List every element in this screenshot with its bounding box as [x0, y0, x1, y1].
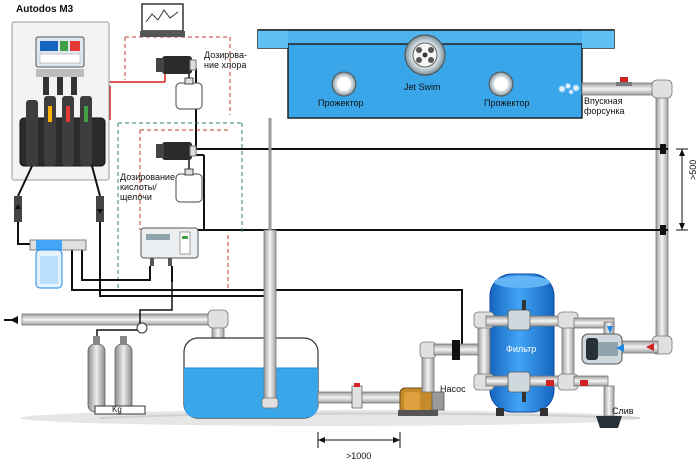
page-title: Autodos M3 — [16, 4, 74, 15]
chlorine-dosing-label: Дозирова- ние хлора — [204, 50, 247, 70]
drain-label: Слив — [612, 406, 634, 416]
inlet-nozzle-label: Впускная форсунка — [584, 96, 625, 116]
controller-cabinet — [11, 21, 110, 181]
balance-tank — [183, 118, 319, 419]
suction-pipe — [317, 383, 411, 409]
pressure-pipe — [419, 340, 485, 393]
acid-pump-icon — [156, 142, 197, 160]
dimension-1000 — [317, 432, 401, 448]
filter-icon — [473, 273, 615, 416]
gas-kg-label: Kg — [112, 405, 122, 414]
dimension-500-label: >500 — [688, 159, 698, 180]
jet-swim-icon — [404, 34, 446, 76]
monitor-icon — [140, 3, 185, 37]
filter-label: Фильтр — [506, 344, 537, 354]
drain-icon — [596, 385, 622, 428]
dimension-1000-label: >1000 — [346, 451, 372, 461]
acid-tank-icon — [175, 160, 203, 203]
chlorine-pump-icon — [156, 56, 197, 74]
pump-icon — [398, 387, 445, 416]
dimension-500 — [676, 148, 688, 231]
heater-icon — [581, 326, 654, 365]
gas-bottles-icon — [87, 282, 173, 415]
inlet-nozzle-icon — [558, 83, 580, 95]
jet-swim-label: Jet Swim — [404, 82, 441, 92]
chlorine-tank-icon — [175, 74, 203, 110]
spotlight-left-label: Прожектор — [318, 98, 364, 108]
spotlight-right-label: Прожектор — [484, 98, 530, 108]
flow-cell-icon — [140, 227, 199, 266]
spotlight-left-icon — [331, 71, 357, 97]
pump-label: Насос — [440, 384, 466, 394]
acid-dosing-label: Дозирование кислоты/ щелочи — [120, 172, 175, 202]
spotlight-right-icon — [488, 71, 514, 97]
pre-filter-icon — [29, 239, 87, 289]
return-pipe — [581, 77, 673, 355]
